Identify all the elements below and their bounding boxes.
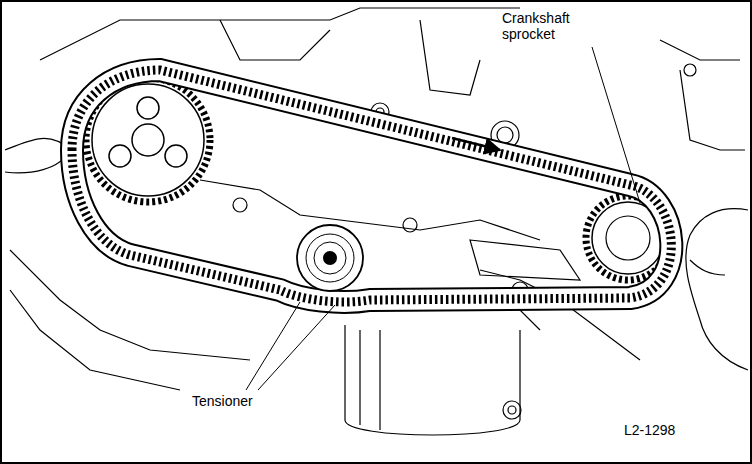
rotation-arrow <box>452 138 500 150</box>
engine-block <box>10 8 745 390</box>
part-label: Tensioner <box>190 393 255 409</box>
part-label: Crankshaft sprocket <box>500 10 596 42</box>
figure-number: L2-1298 <box>622 422 677 438</box>
leader-line <box>246 47 640 390</box>
timing-belt <box>72 70 671 302</box>
starter-motor <box>345 300 540 435</box>
tensioner-pulley <box>297 225 363 291</box>
